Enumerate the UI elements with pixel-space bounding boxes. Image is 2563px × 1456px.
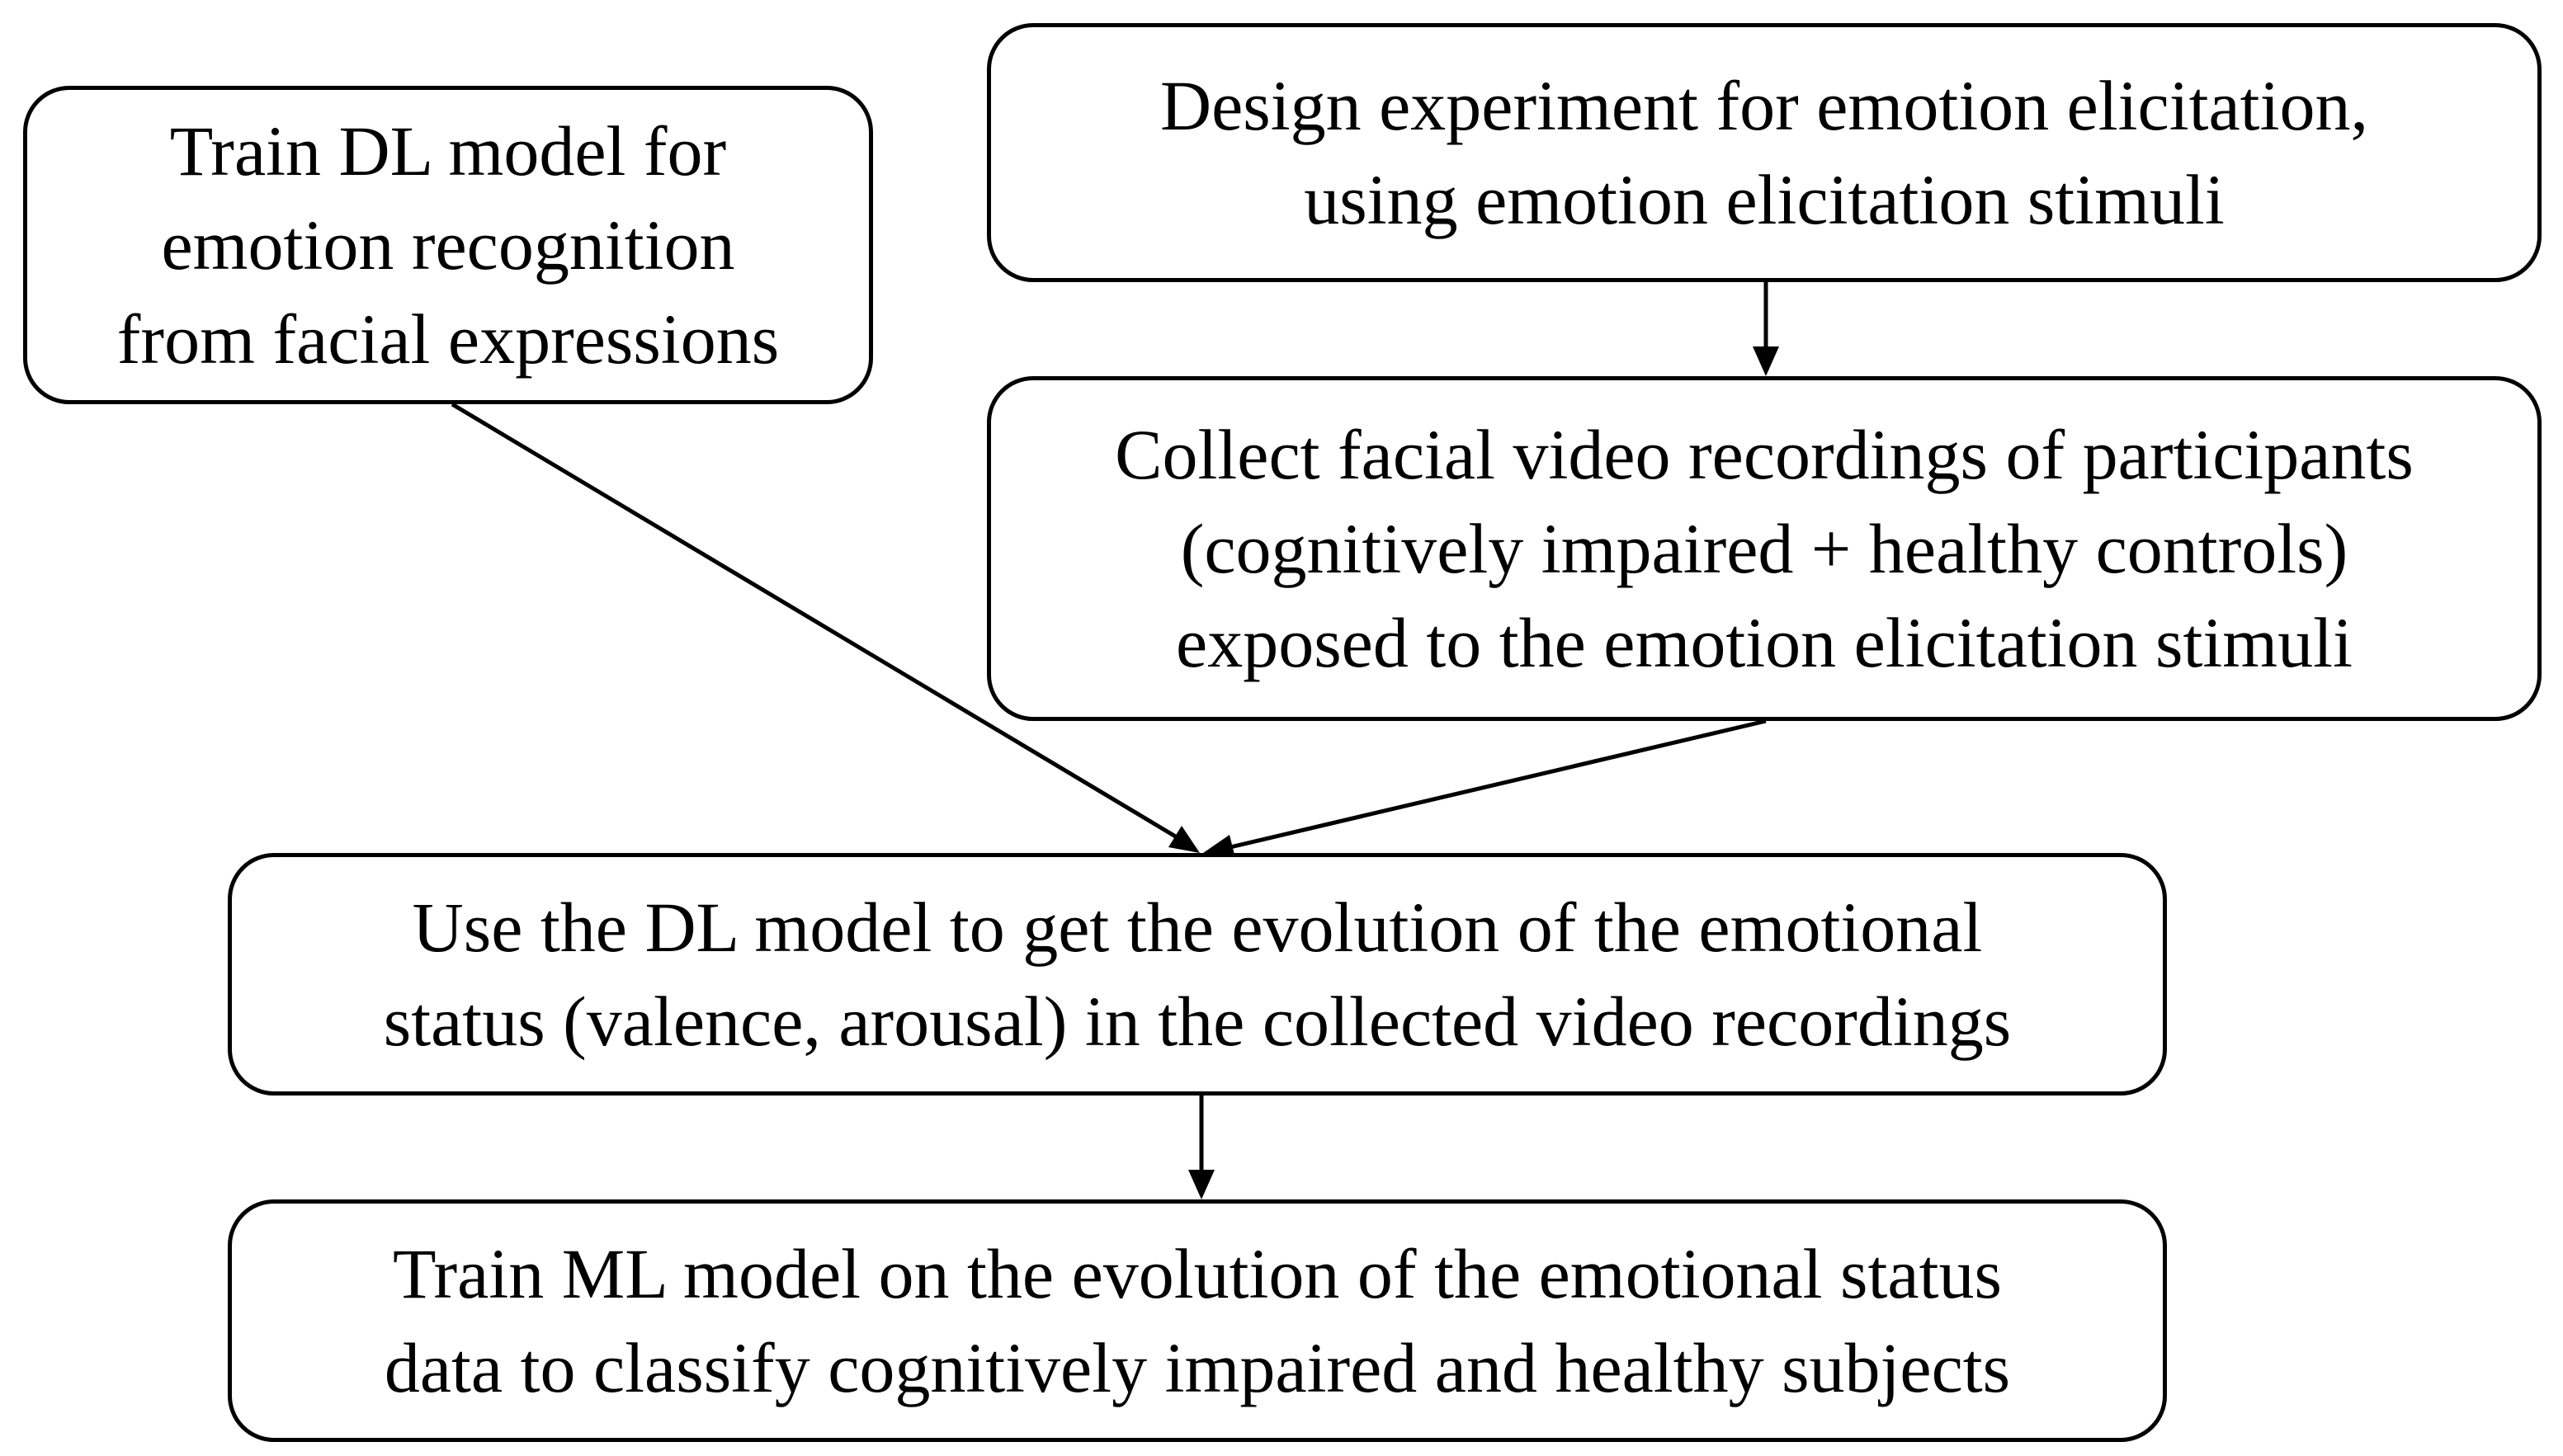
node-text-line: Train DL model for	[169, 111, 727, 191]
node-text-line: Use the DL model to get the evolution of…	[412, 888, 1983, 967]
node-text-line: exposed to the emotion elicitation stimu…	[1176, 603, 2353, 682]
node-text-line: Collect facial video recordings of parti…	[1115, 415, 2414, 494]
node-train-ml-model: Train ML model on the evolution of the e…	[228, 1199, 2167, 1442]
node-text-line: using emotion elicitation stimuli	[1304, 160, 2225, 239]
node-text-line: from facial expressions	[116, 299, 780, 379]
arrowhead-train-dl-to-use-dl	[1168, 826, 1200, 853]
node-text-line: Train ML model on the evolution of the e…	[393, 1234, 2002, 1313]
node-text-line: status (valence, arousal) in the collect…	[383, 982, 2012, 1061]
arrowhead-design-to-collect	[1753, 346, 1779, 376]
node-text-line: Design experiment for emotion elicitatio…	[1160, 66, 2368, 145]
node-use-dl-model: Use the DL model to get the evolution of…	[228, 853, 2167, 1096]
arrow-collect-to-use-dl	[1219, 719, 1767, 852]
node-text-line: (cognitively impaired + healthy controls…	[1180, 509, 2348, 588]
arrow-train-dl-to-use-dl	[451, 402, 1188, 846]
node-collect-recordings: Collect facial video recordings of parti…	[987, 376, 2542, 721]
node-text-line: emotion recognition	[161, 205, 735, 285]
node-design-experiment: Design experiment for emotion elicitatio…	[987, 23, 2542, 282]
node-train-dl-model: Train DL model for emotion recognition f…	[23, 86, 873, 404]
node-text-line: data to classify cognitively impaired an…	[384, 1328, 2011, 1407]
arrowhead-collect-to-use-dl	[1203, 835, 1235, 858]
arrowhead-use-dl-to-train-ml	[1188, 1170, 1215, 1199]
